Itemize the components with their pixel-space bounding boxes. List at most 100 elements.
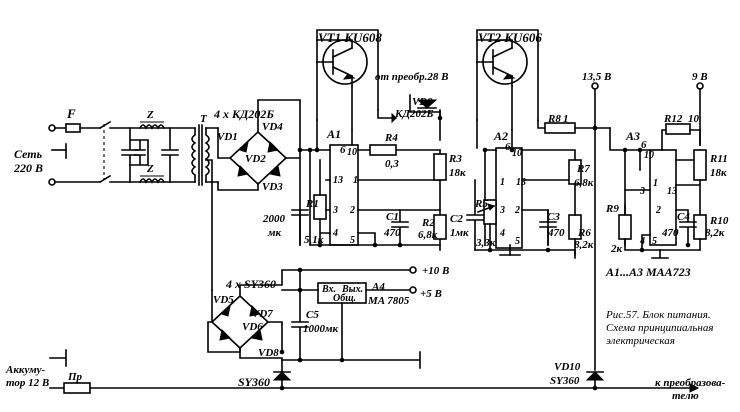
caption-line-1: Рис.57. Блок питания. bbox=[605, 309, 711, 321]
r1-value: 5,1к bbox=[304, 234, 324, 246]
from-converter-label: от преобр.28 В bbox=[375, 71, 449, 83]
r9-label: R9 bbox=[605, 203, 619, 215]
a3-pin-5: 5 bbox=[652, 236, 657, 247]
a4-type: MA 7805 bbox=[367, 295, 410, 307]
r12-value: 10 bbox=[688, 113, 700, 125]
to-converter-label-2: телю bbox=[672, 390, 699, 402]
c2-label: C2 bbox=[450, 213, 463, 225]
vd9-label: VD9 bbox=[412, 96, 433, 108]
vt2-label: VT2 KU606 bbox=[478, 30, 542, 45]
regulator-a3 bbox=[609, 123, 707, 259]
r3-label: R3 bbox=[448, 153, 462, 165]
resistor-r12 bbox=[665, 123, 691, 135]
r2-value: 6,8к bbox=[418, 229, 438, 241]
r10-value: 8,2к bbox=[705, 227, 725, 239]
r4-value: 0,3 bbox=[385, 158, 399, 170]
vd1-label: VD1 bbox=[217, 131, 238, 143]
vt1-label: VT1 KU608 bbox=[318, 30, 382, 45]
a3-pin-4: 4 bbox=[639, 236, 645, 247]
v9-label: 9 В bbox=[692, 71, 708, 83]
transistor-vt2 bbox=[476, 29, 539, 131]
a1-pin-13: 13 bbox=[333, 175, 343, 186]
mains-filter bbox=[121, 121, 179, 184]
v13-5-label: 13,5 В bbox=[582, 71, 611, 83]
a1-pin-6: 6 bbox=[340, 144, 346, 156]
sy360-left-label: SY360 bbox=[238, 375, 270, 389]
resistor-r2 bbox=[433, 214, 447, 240]
a3-label: A3 bbox=[625, 129, 640, 143]
a2-pin-3: 3 bbox=[499, 205, 505, 216]
a2-pin-1: 1 bbox=[500, 177, 505, 188]
vd10-type: SY360 bbox=[550, 375, 580, 387]
diode-vd9 bbox=[409, 94, 441, 119]
bridge2-type: 4 x SY360 bbox=[225, 277, 276, 291]
a1-pin-4: 4 bbox=[332, 228, 338, 239]
r11-value: 18к bbox=[710, 167, 727, 179]
transformer-label: T bbox=[200, 113, 208, 125]
a2-pin-5: 5 bbox=[515, 236, 520, 247]
r6-label: R6 bbox=[577, 227, 591, 239]
r5-label: R5 bbox=[474, 198, 488, 210]
transistor-vt1 bbox=[316, 29, 379, 131]
regulator-a1 bbox=[291, 109, 447, 251]
vd10-label: VD10 bbox=[554, 361, 581, 373]
r1-label: R1 bbox=[305, 198, 319, 210]
a4-label: A4 bbox=[371, 281, 385, 293]
v5-label: +5 В bbox=[420, 288, 442, 300]
choke-z1-label: Z bbox=[146, 109, 154, 121]
a1-label: A1 bbox=[326, 127, 341, 141]
c4-label: C4 bbox=[677, 211, 690, 223]
c2-value: 1мк bbox=[450, 227, 469, 239]
bridge-1 bbox=[217, 99, 303, 246]
caption-line-2: Схема принципиальная bbox=[606, 322, 713, 334]
a3-pin-6: 6 bbox=[641, 139, 647, 151]
r6-value: 8,2к bbox=[574, 239, 594, 251]
r8-label: R8 bbox=[547, 113, 561, 125]
a2-pin-10: 10 bbox=[512, 148, 522, 159]
caption-line-3: электрическая bbox=[606, 335, 675, 347]
a3-pin-1: 1 bbox=[653, 178, 658, 189]
a2-pin-13: 13 bbox=[516, 177, 526, 188]
vd9-type: КД202Б bbox=[394, 108, 433, 120]
c3-value: 470 bbox=[547, 227, 565, 239]
a4-in-label: Вх. bbox=[321, 284, 336, 295]
mains-label: Сеть bbox=[14, 147, 43, 161]
a3-pin-2: 2 bbox=[655, 205, 661, 216]
a2-pin-2: 2 bbox=[514, 205, 520, 216]
c1-label: C1 bbox=[386, 211, 399, 223]
a2-label: A2 bbox=[493, 129, 508, 143]
a4-out-label: Вых. bbox=[341, 284, 363, 295]
vd5-label: VD5 bbox=[213, 294, 234, 306]
fuse-pr-label: Пр bbox=[67, 371, 83, 383]
a3-pin-10: 10 bbox=[644, 150, 654, 161]
r9-value: 2к bbox=[610, 243, 623, 255]
a2-pin-6: 6 bbox=[505, 141, 511, 153]
rail-13-5v bbox=[591, 82, 611, 371]
c1-value: 470 bbox=[383, 227, 401, 239]
fuse-pr bbox=[63, 382, 91, 394]
vd8-label: VD8 bbox=[258, 347, 279, 359]
a1-pin-10: 10 bbox=[347, 147, 357, 158]
r5-value: 3,3к bbox=[475, 237, 496, 249]
mains-voltage: 220 В bbox=[13, 161, 43, 175]
c5-value: 1000мк bbox=[303, 323, 339, 335]
to-converter-label-1: к преобразова- bbox=[655, 377, 726, 389]
fuse-f-label: F bbox=[66, 106, 76, 121]
c2000-unit: мк bbox=[267, 227, 282, 239]
c4-value: 470 bbox=[661, 227, 679, 239]
vd6-label: VD6 bbox=[242, 321, 263, 333]
battery-input bbox=[49, 349, 700, 394]
resistor-r3 bbox=[433, 153, 447, 181]
bridge-2 bbox=[207, 269, 411, 373]
battery-label-1: Аккуму- bbox=[5, 364, 46, 376]
vd3-label: VD3 bbox=[262, 181, 283, 193]
bridge1-type: 4 x КД202Б bbox=[213, 107, 274, 121]
r7-value: 6,8к bbox=[574, 177, 594, 189]
a2-pin-4: 4 bbox=[499, 228, 505, 239]
r4-label: R4 bbox=[384, 132, 398, 144]
r3-value: 18к bbox=[449, 167, 466, 179]
choke-z2-label: Z bbox=[146, 163, 154, 175]
vd4-label: VD4 bbox=[262, 121, 283, 133]
resistor-r4 bbox=[369, 144, 397, 156]
c2000-label: 2000 bbox=[262, 213, 286, 225]
